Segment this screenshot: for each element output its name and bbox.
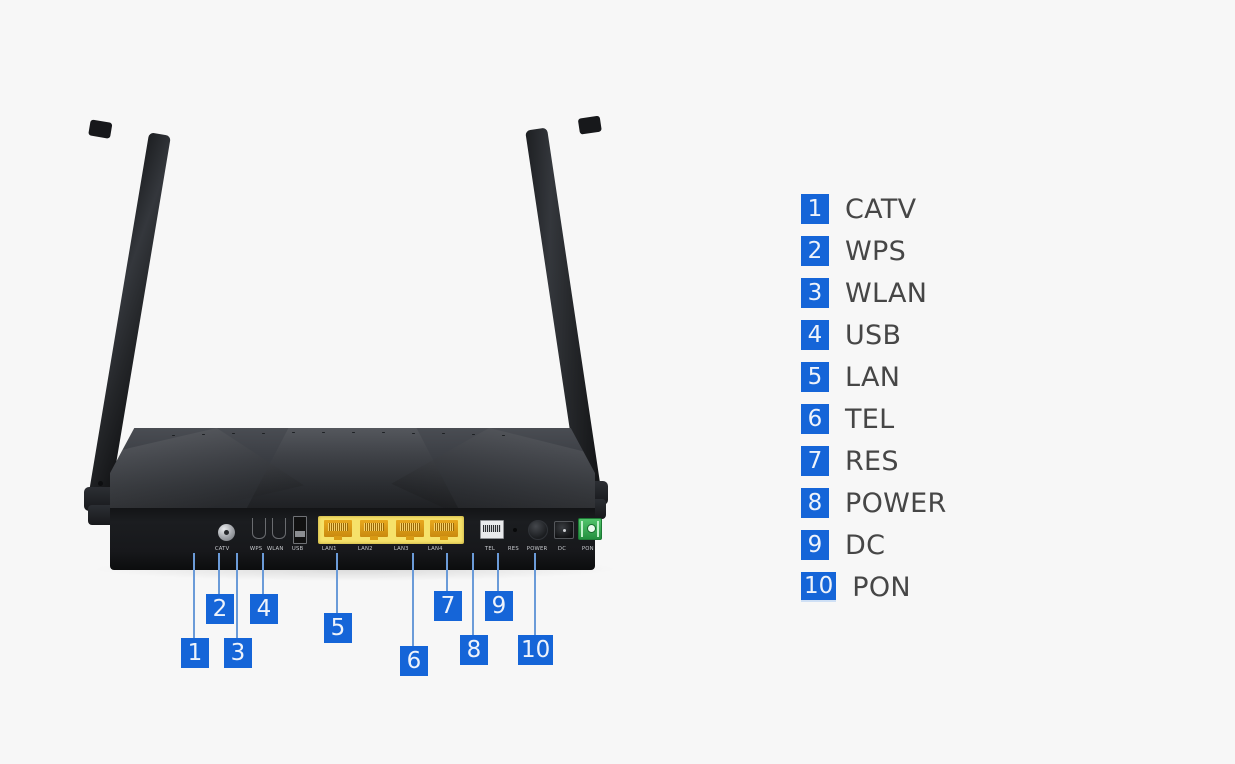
callout-badge-2: 2	[206, 594, 234, 624]
callout-badge-9: 9	[485, 591, 513, 621]
legend-label-8: POWER	[845, 487, 947, 519]
legend-badge-5: 5	[801, 362, 829, 392]
callout-badge-8: 8	[460, 635, 488, 665]
port-pon	[578, 518, 602, 540]
callout-badge-1: 1	[181, 638, 209, 668]
legend-label-9: DC	[845, 529, 886, 561]
legend-badge-7: 7	[801, 446, 829, 476]
legend-label-6: TEL	[845, 403, 895, 435]
port-label-usb: USB	[291, 545, 304, 553]
legend-item-5: 5 LAN	[801, 356, 947, 398]
callout-badge-7: 7	[434, 591, 462, 621]
legend-badge-3: 3	[801, 278, 829, 308]
port-label-catv: CATV	[214, 545, 230, 553]
router-illustration: CATV WPS WLAN USB	[70, 105, 640, 585]
legend-badge-4: 4	[801, 320, 829, 350]
port-tel	[480, 520, 504, 539]
legend-item-1: 1 CATV	[801, 188, 947, 230]
legend-item-2: 2 WPS	[801, 230, 947, 272]
router-top-shell	[110, 428, 595, 510]
port-label-pon: PON	[581, 545, 594, 553]
legend-label-4: USB	[845, 319, 902, 351]
leader-line-3	[236, 553, 238, 638]
port-label-dc: DC	[557, 545, 567, 553]
legend-label-2: WPS	[845, 235, 907, 267]
legend-item-4: 4 USB	[801, 314, 947, 356]
port-label-lan4: LAN4	[427, 545, 443, 553]
legend-label-3: WLAN	[845, 277, 928, 309]
button-power	[528, 520, 548, 540]
port-label-tel: TEL	[484, 545, 496, 553]
router-rear-panel: CATV WPS WLAN USB	[110, 508, 602, 570]
leader-line-5	[336, 553, 338, 613]
legend-label-10: PON	[852, 571, 911, 603]
port-lan2	[360, 520, 388, 540]
callout-badge-4: 4	[250, 594, 278, 624]
legend-item-10: 10 PON	[801, 566, 947, 608]
port-lan1	[324, 520, 352, 540]
legend-label-5: LAN	[845, 361, 901, 393]
port-label-wps: WPS	[249, 545, 263, 553]
button-wps	[252, 518, 266, 539]
legend-badge-9: 9	[801, 530, 829, 560]
legend-list: 1 CATV 2 WPS 3 WLAN 4 USB 5 LAN 6 TEL 7 …	[801, 188, 947, 608]
port-usb	[293, 516, 307, 544]
legend-label-7: RES	[845, 445, 899, 477]
port-dc	[554, 521, 574, 539]
port-label-power: POWER	[526, 545, 548, 553]
leader-line-7	[446, 553, 448, 591]
legend-item-6: 6 TEL	[801, 398, 947, 440]
legend-badge-6: 6	[801, 404, 829, 434]
callout-badge-10: 10	[518, 635, 554, 665]
leader-line-2	[218, 553, 220, 594]
leader-line-1	[193, 553, 195, 638]
button-reset	[513, 528, 517, 532]
legend-badge-2: 2	[801, 236, 829, 266]
port-label-lan3: LAN3	[393, 545, 409, 553]
leader-line-6	[412, 553, 414, 646]
callout-badge-3: 3	[224, 638, 252, 668]
leader-line-9	[497, 553, 499, 591]
port-lan4	[430, 520, 458, 540]
legend-label-1: CATV	[845, 193, 917, 225]
port-label-lan2: LAN2	[357, 545, 373, 553]
callout-badge-5: 5	[324, 613, 352, 643]
legend-item-8: 8 POWER	[801, 482, 947, 524]
button-wlan	[272, 518, 286, 539]
leader-line-4	[262, 553, 264, 594]
legend-badge-1: 1	[801, 194, 829, 224]
legend-item-7: 7 RES	[801, 440, 947, 482]
port-lan3	[396, 520, 424, 540]
port-label-lan1: LAN1	[321, 545, 337, 553]
legend-badge-10: 10	[801, 572, 837, 602]
leader-line-10	[534, 553, 536, 635]
legend-item-9: 9 DC	[801, 524, 947, 566]
legend-badge-8: 8	[801, 488, 829, 518]
lan-port-group	[318, 516, 464, 544]
port-label-res: RES	[507, 545, 519, 553]
leader-line-8	[472, 553, 474, 635]
port-label-wlan: WLAN	[266, 545, 284, 553]
callout-badge-6: 6	[400, 646, 428, 676]
legend-item-3: 3 WLAN	[801, 272, 947, 314]
